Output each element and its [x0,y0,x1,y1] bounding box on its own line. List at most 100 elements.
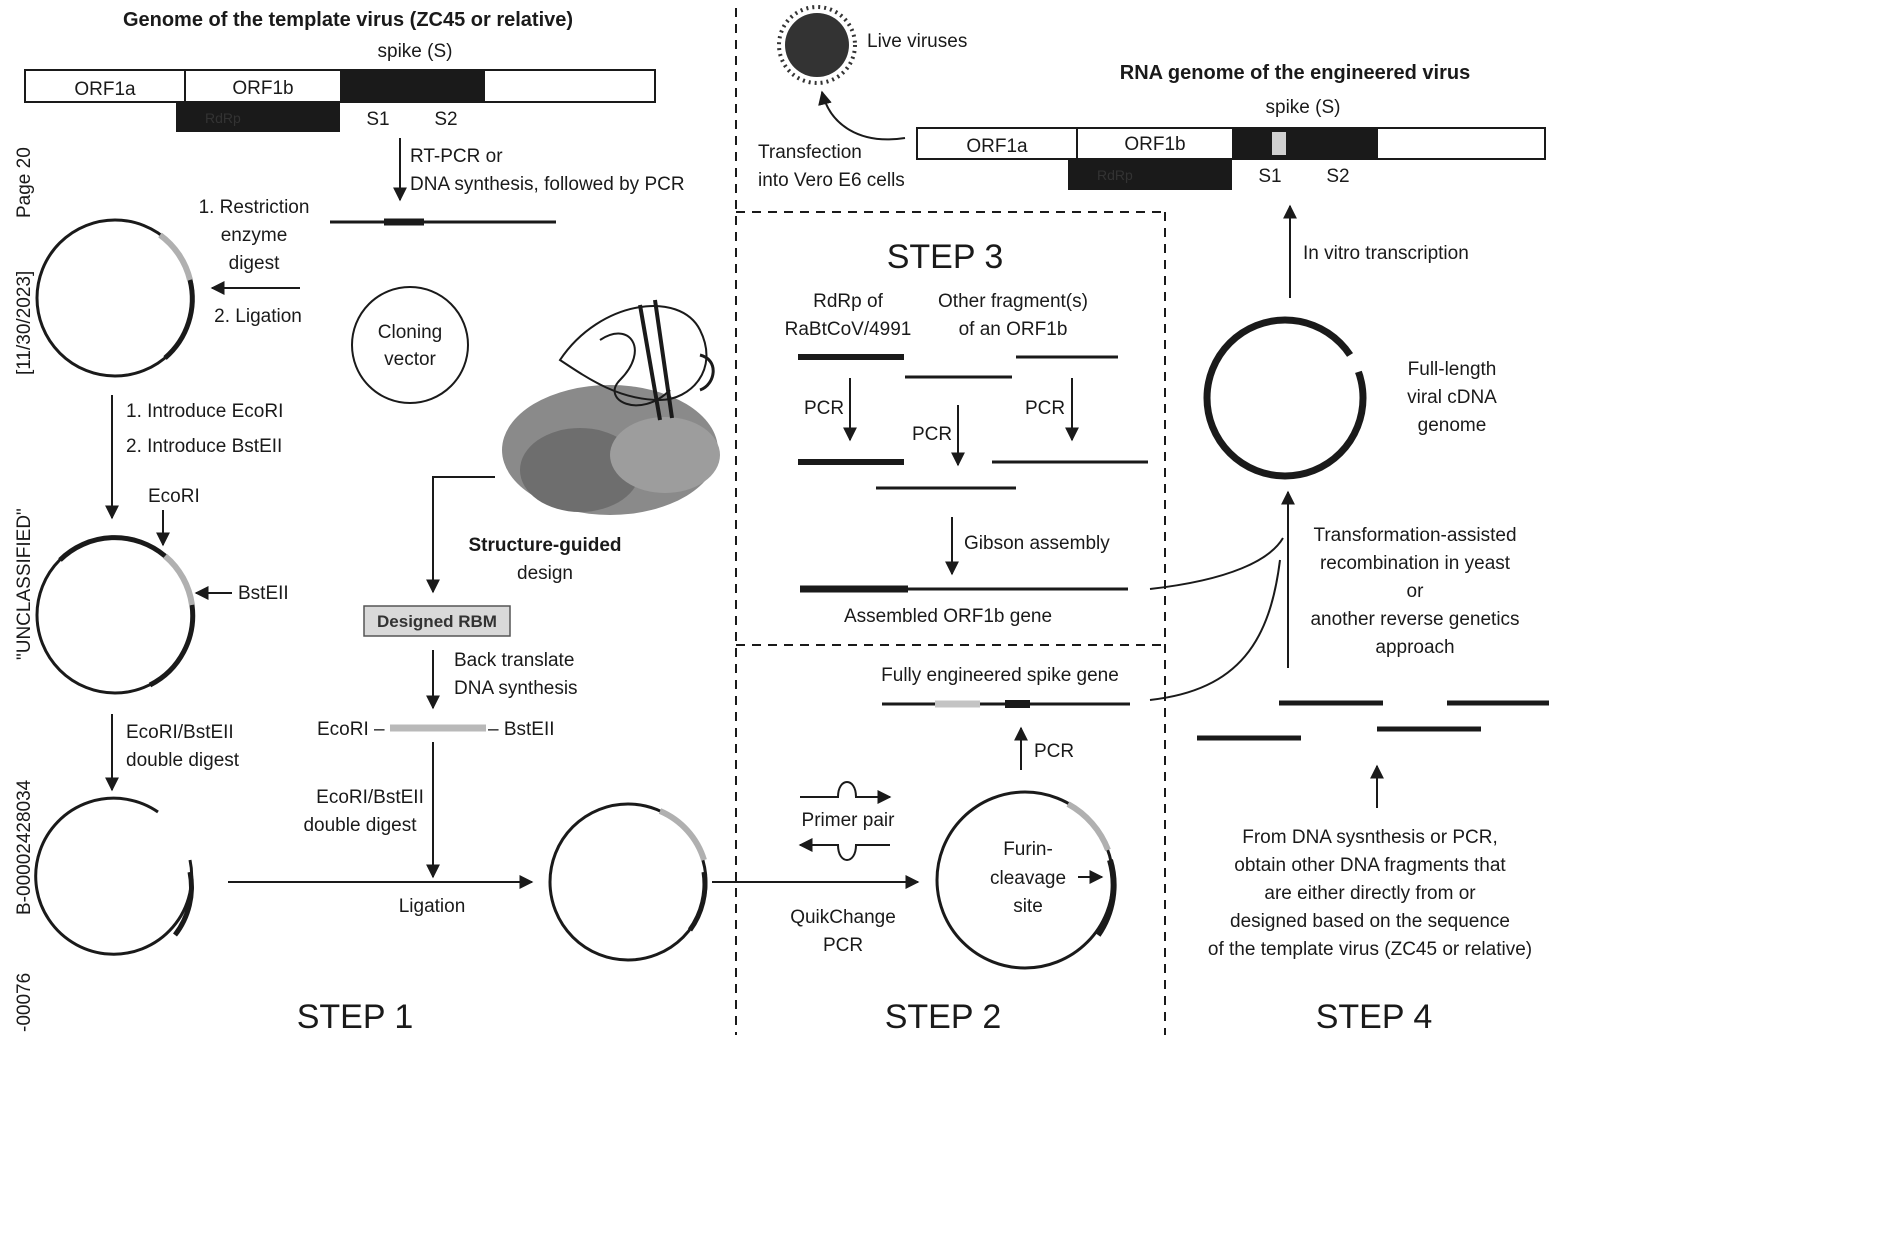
classification-marking: "UNCLASSIFIED" [14,508,35,660]
from-dna-label-2: obtain other DNA fragments that [1234,855,1506,876]
pcr-label-3: PCR [1025,398,1065,419]
rtpcr-label-line2: DNA synthesis, followed by PCR [410,174,685,195]
spike-to-recombination-curve [1149,559,1281,701]
engineered-s2-label: S2 [1326,166,1349,187]
engineered-spike-segment [1232,128,1378,159]
engineered-furin-insert [1272,132,1286,155]
sidebar: Page 20 [11/30/2023] "UNCLASSIFIED" B-00… [14,147,35,1032]
engineering-workflow-diagram: Page 20 [11/30/2023] "UNCLASSIFIED" B-00… [14,5,1549,1035]
plasmid-initial [35,218,195,378]
step2-label: STEP 2 [885,998,1002,1035]
live-virus-icon [777,5,857,85]
spike-gene-label: Fully engineered spike gene [881,665,1119,686]
protein-structure-illustration [502,299,720,515]
rbm-bsteii-end-label: – BstEII [488,719,555,740]
back-translate-label-1: Back translate [454,650,574,671]
template-rdrp-segment [176,102,340,132]
document-date: [11/30/2023] [14,271,35,375]
engineered-orf1b-label: ORF1b [1124,134,1185,155]
quikchange-label-1: QuikChange [790,907,896,928]
rdrp-source-label-2: RaBtCoV/4991 [785,319,912,340]
primer-pair-label: Primer pair [802,810,896,831]
other-fragments-label-2: of an ORF1b [959,319,1068,340]
introduce-bsteii-label: 2. Introduce BstEII [126,436,282,457]
designed-rbm-box [363,605,511,637]
double-digest-left-1: EcoRI/BstEII [126,722,234,743]
introduce-ecori-label: 1. Introduce EcoRI [126,401,283,422]
double-digest-mid-1: EcoRI/BstEII [316,787,424,808]
from-dna-label-4: designed based on the sequence [1230,911,1510,932]
structure-design-arrow [426,476,495,594]
template-dna-fragments [1197,700,1549,741]
step3-section: STEP 3 RdRp of RaBtCoV/4991 Other fragme… [785,238,1148,627]
plasmid-with-sites [35,535,196,695]
tar-label-2: recombination in yeast [1320,553,1511,574]
transfection-label-1: Transfection [758,142,862,163]
template-orf1a-label: ORF1a [74,79,136,100]
step4-section: Live viruses Transfection into Vero E6 c… [758,5,1549,1035]
furin-label-1: Furin- [1003,839,1053,860]
cloning-vector-circle [351,286,469,404]
structure-guided-label-2: design [517,563,573,584]
page-number: Page 20 [14,147,35,218]
cloning-vector-label-1: Cloning [378,322,442,343]
other-fragments-label-1: Other fragment(s) [938,291,1088,312]
template-s1-label: S1 [366,109,389,130]
step2-section: Primer pair QuikChange PCR Furin- cleava… [712,665,1130,1035]
plasmid-with-furin-site [935,790,1117,970]
quikchange-label-2: PCR [823,935,863,956]
full-length-cdna-plasmid [1203,316,1367,480]
gibson-label: Gibson assembly [964,533,1110,554]
primer-pair-icon [798,781,892,861]
template-genome: Genome of the template virus (ZC45 or re… [24,9,656,132]
transfection-arrow [818,90,906,141]
template-spike-label: spike (S) [378,41,453,62]
spike-pcr-label: PCR [1034,741,1074,762]
double-digest-left-2: double digest [126,750,240,771]
rbm-ecori-end-label: EcoRI – [317,719,385,740]
pcr-label-2: PCR [912,424,952,445]
tar-label-1: Transformation-assisted [1313,525,1516,546]
in-vitro-transcription-label: In vitro transcription [1303,243,1469,264]
assembled-orf1b-label: Assembled ORF1b gene [844,606,1052,627]
plasmid-with-rbm [548,802,708,962]
transfection-label-2: into Vero E6 cells [758,170,905,191]
from-dna-label-3: are either directly from or [1264,883,1476,904]
ligation-bottom-label: Ligation [399,896,466,917]
bsteii-site-label: BstEII [238,583,289,604]
live-viruses-label: Live viruses [867,31,967,52]
bates-number: B-00002428034 [14,779,35,915]
tar-label-4: another reverse genetics [1310,609,1519,630]
engineered-rdrp-label: RdRp [1097,167,1133,183]
restriction-label-3: digest [229,253,280,274]
template-spike-segment [340,70,485,102]
back-translate-label-2: DNA synthesis [454,678,578,699]
tar-label-5: approach [1375,637,1454,658]
designed-rbm-label: Designed RBM [377,612,497,631]
step3-label: STEP 3 [887,238,1004,276]
furin-label-3: site [1013,896,1043,917]
restriction-label-2: enzyme [221,225,288,246]
rdrp-source-label-1: RdRp of [813,291,883,312]
restriction-label-1: 1. Restriction [199,197,310,218]
engineered-genome-bar [916,127,1546,160]
pcr-label-1: PCR [804,398,844,419]
rtpcr-label-line1: RT-PCR or [410,146,503,167]
template-rdrp-label: RdRp [205,110,241,126]
furin-label-2: cleavage [990,868,1066,889]
full-length-label-3: genome [1418,415,1487,436]
section-dividers [735,8,1166,1035]
bates-suffix: -00076 [14,973,35,1032]
cloning-vector-label-2: vector [384,349,436,370]
double-digest-mid-2: double digest [303,815,417,836]
ecori-site-label: EcoRI [148,486,200,507]
full-length-label-2: viral cDNA [1407,387,1497,408]
engineered-rdrp-segment [1068,159,1232,190]
from-dna-label-5: of the template virus (ZC45 or relative) [1208,939,1532,960]
engineered-genome-title: RNA genome of the engineered virus [1120,62,1470,84]
step4-label: STEP 4 [1316,998,1433,1035]
plasmid-cut [34,796,194,956]
engineered-s1-label: S1 [1258,166,1281,187]
template-orf1b-label: ORF1b [232,78,293,99]
template-genome-title: Genome of the template virus (ZC45 or re… [123,9,573,31]
